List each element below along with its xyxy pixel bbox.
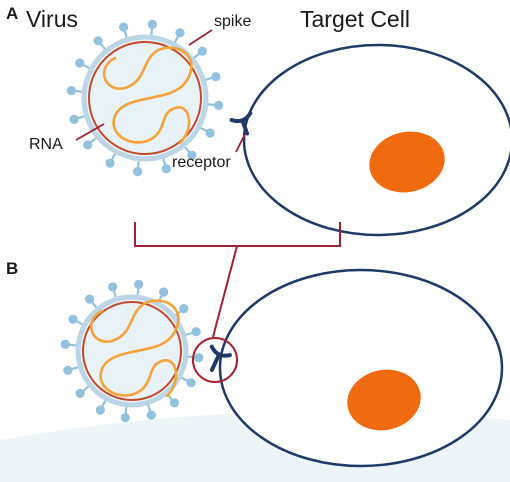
virus-spike-tip [159,287,169,297]
nucleus-a [369,131,445,193]
binding-highlight-circle [192,337,238,383]
virus-spike-tip [68,314,78,324]
virus-spike-tip [211,72,221,82]
virus-spike-tip [147,19,157,29]
rna-strand [102,46,193,145]
spike-pointer-line [188,29,213,46]
connector-bracket [134,222,341,247]
receptor-b [209,344,232,372]
receptor-pointer-line [235,133,246,153]
virus-spike-tip [75,58,85,68]
target-cell-a [242,43,510,237]
virus-spike-tip [179,303,189,314]
nucleus-b [347,369,421,431]
virus-spike-tip [84,294,95,304]
virus-spike-tip [120,413,130,423]
virus-envelope [88,41,202,155]
virus-spike-tip [119,22,129,32]
virus-spike-tip [108,282,118,292]
target-cell-b [218,268,504,468]
virus-spike-tip [169,398,180,408]
virus-spike-tip [60,339,70,349]
panel-label-b: B [6,259,19,278]
virus-spike-tip [146,410,156,420]
connector-line [212,245,238,338]
virus-label: Virus [26,6,78,32]
panel-label-a: A [6,4,19,23]
virus-spike-tip [161,164,171,174]
virus-spike-tip [187,150,197,160]
virus-spike-tip [69,114,79,124]
virus-spike-tip [197,46,207,56]
virus-spike-tip [186,378,196,388]
virus-spike-tip [134,279,144,289]
virus-envelope [82,301,182,401]
virus-spike-tip [66,86,76,96]
virus-spike-tip [105,158,115,168]
virus-particle-a [66,19,224,177]
virus-spike-tip [95,405,105,415]
rna-label: RNA [29,136,63,153]
receptor-a [229,111,253,136]
virus-spike-tip [63,365,73,375]
virus-spike-tip [191,327,201,337]
virus-particle-b [60,279,204,423]
rna-pointer-line [75,123,105,141]
virus-spike-tip [75,388,85,399]
target-cell-label: Target Cell [300,6,410,32]
virus-spike-tip [133,167,143,177]
receptor-label: receptor [172,154,231,171]
rna-strand [89,299,180,398]
virus-spike-tip [194,353,204,363]
virus-spike-tip [83,140,93,150]
virus-spike-tip [214,100,224,110]
virus-spike-tip [205,128,215,138]
virus-spike-tip [175,28,185,38]
virus-spike-tip [93,36,103,46]
spike-label: spike [214,13,252,30]
